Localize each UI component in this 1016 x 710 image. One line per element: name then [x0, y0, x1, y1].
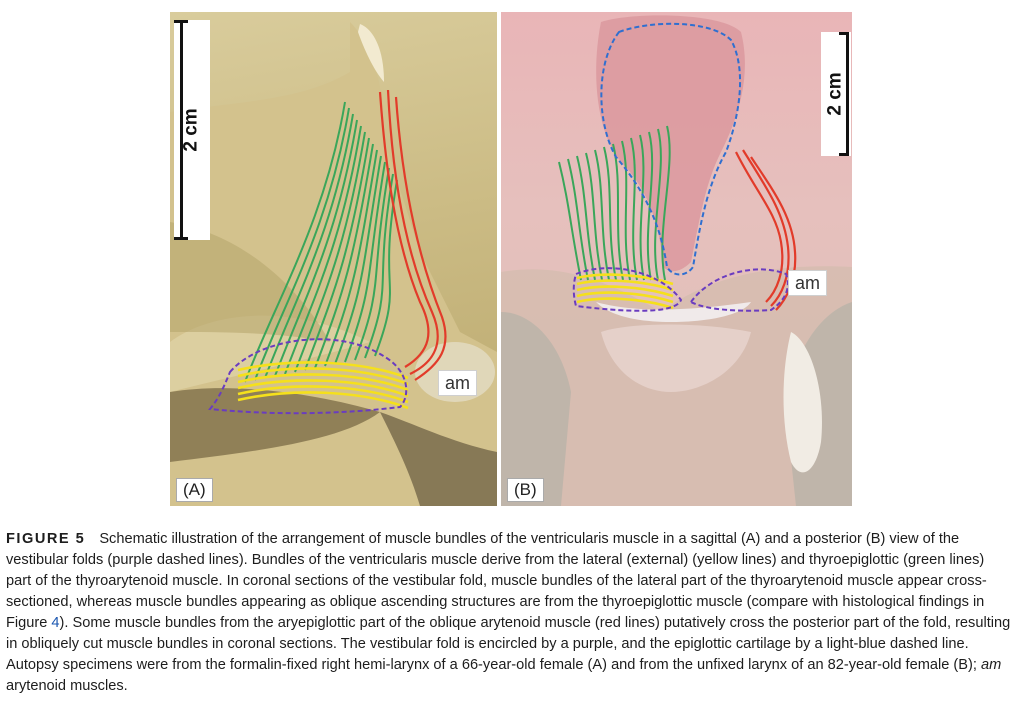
thyroepiglottic-bundle	[284, 125, 362, 375]
thyroepiglottic-bundle	[374, 179, 398, 357]
thyroepiglottic-bundle	[274, 119, 358, 377]
thyroepiglottic-bundle	[576, 155, 596, 281]
thyroepiglottic-bundle	[639, 134, 645, 281]
lateral-bundle	[576, 291, 674, 304]
lateral-bundle	[576, 273, 674, 286]
thyroepiglottic-bundle	[244, 101, 346, 383]
figure-label: FIGURE 5	[6, 531, 86, 547]
thyroepiglottic-bundle	[630, 137, 638, 281]
lateral-bundle	[237, 391, 409, 410]
panel-label-b: (B)	[507, 478, 544, 502]
lateral-bundle	[237, 361, 409, 380]
epiglottic-cartilage-outline	[600, 22, 741, 276]
scale-bar-b: 2 cm	[821, 32, 851, 156]
thyroepiglottic-bundle	[661, 125, 671, 281]
caption-text-3: arytenoid muscles.	[6, 678, 128, 694]
caption-text-2: ). Some muscle bundles from the aryepigl…	[6, 615, 1011, 673]
scale-label-b: 2 cm	[825, 72, 846, 116]
vestibular-fold-outline-b-left	[572, 267, 683, 312]
thyroepiglottic-bundle	[646, 131, 654, 281]
panel-label-a: (A)	[176, 478, 213, 502]
thyroepiglottic-bundle	[654, 128, 662, 281]
panel-a-illustration	[170, 22, 497, 506]
lateral-bundle	[576, 285, 674, 298]
panel-a-photo: 2 cm am (A)	[170, 12, 497, 506]
panel-b-photo: 2 cm am (B)	[501, 12, 852, 506]
thyroepiglottic-bundle	[344, 161, 386, 363]
lateral-bundle	[237, 385, 409, 404]
caption-abbrev-am: am	[980, 657, 1002, 673]
lateral-bundle	[576, 297, 674, 310]
thyroepiglottic-bundle	[594, 149, 610, 281]
lateral-bundle	[237, 373, 409, 392]
thyroepiglottic-bundle	[621, 140, 631, 281]
thyroepiglottic-bundle	[585, 152, 603, 281]
am-label-a: am	[438, 370, 478, 396]
thyroepiglottic-bundle	[334, 155, 382, 365]
vestibular-fold-outline-b-right	[689, 268, 789, 312]
lateral-bundle	[576, 279, 674, 292]
panel-b-illustration	[501, 15, 852, 506]
caption-text-1: Schematic illustration of the arrangemen…	[6, 531, 987, 631]
scale-label-a: 2 cm	[181, 108, 202, 152]
thyroepiglottic-bundle	[304, 137, 370, 371]
thyroepiglottic-bundle	[314, 143, 374, 369]
vestibular-fold-outline-a	[208, 338, 408, 415]
lateral-bundle	[237, 367, 409, 386]
thyroepiglottic-bundle	[558, 161, 582, 281]
scale-bar-a: 2 cm	[174, 20, 210, 240]
thyroepiglottic-bundle	[364, 173, 394, 359]
thyroepiglottic-bundle	[567, 158, 589, 281]
thyroepiglottic-bundle	[264, 113, 354, 379]
figure-4-link[interactable]: 4	[51, 615, 60, 631]
lateral-bundle	[237, 379, 409, 398]
thyroepiglottic-bundle	[254, 107, 350, 381]
am-label-b: am	[788, 270, 828, 296]
thyroepiglottic-bundle	[294, 131, 366, 373]
thyroepiglottic-bundle	[354, 167, 390, 361]
thyroepiglottic-bundle	[603, 146, 617, 281]
